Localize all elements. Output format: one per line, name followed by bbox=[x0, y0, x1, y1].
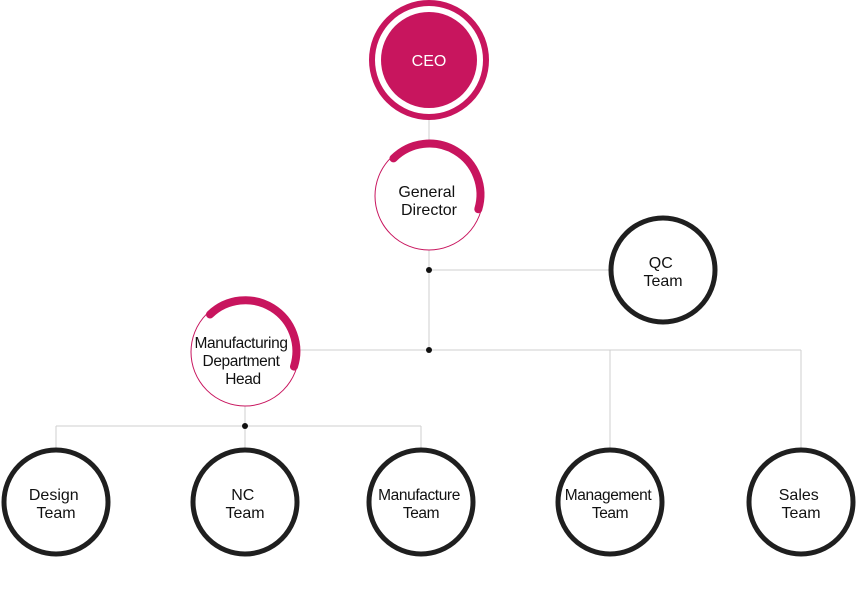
general-director-label: General Director bbox=[398, 184, 459, 219]
node-qc-team: QC Team bbox=[608, 215, 718, 325]
manufacture-team-label-line-1: Manufacture bbox=[378, 487, 460, 504]
qc-team-label: QC Team bbox=[643, 255, 682, 290]
general-director-label-line-2: Director bbox=[401, 202, 458, 219]
qc-team-label-line-2: Team bbox=[643, 273, 682, 290]
sales-team-label: Sales Team bbox=[779, 487, 823, 522]
node-nc-team: NC Team bbox=[190, 447, 300, 557]
management-team-ring bbox=[555, 447, 665, 557]
node-sales-team: Sales Team bbox=[746, 447, 856, 557]
ceo-label-line-1: CEO bbox=[412, 53, 447, 70]
management-team-label: Management Team bbox=[565, 487, 655, 522]
ceo-disc bbox=[381, 12, 477, 108]
node-manufacturing-department-head: Manufacturing Department Head bbox=[190, 296, 301, 407]
general-director-progress-arc bbox=[389, 139, 485, 214]
sales-team-ring bbox=[746, 447, 856, 557]
node-ceo: CEO bbox=[369, 0, 489, 120]
nc-team-label: NC Team bbox=[225, 487, 264, 522]
sales-team-label-line-1: Sales bbox=[779, 487, 819, 504]
manufacturing-head-label-line-2: Department bbox=[203, 353, 281, 370]
junction-dot-main bbox=[426, 347, 432, 353]
ceo-label: CEO bbox=[412, 53, 447, 70]
design-team-label-line-1: Design bbox=[29, 487, 79, 504]
node-management-team: Management Team bbox=[555, 447, 665, 557]
qc-team-label-line-1: QC bbox=[649, 255, 673, 272]
nc-team-ring bbox=[190, 447, 300, 557]
manufacturing-head-label: Manufacturing Department Head bbox=[195, 335, 292, 388]
manufacturing-head-progress-arc bbox=[206, 296, 301, 371]
junction-dot-qc bbox=[426, 267, 432, 273]
nc-team-label-line-1: NC bbox=[231, 487, 254, 504]
manufacture-team-label: Manufacture Team bbox=[378, 487, 464, 522]
management-team-label-line-2: Team bbox=[592, 505, 628, 522]
node-general-director: General Director bbox=[374, 139, 485, 251]
junction-dots bbox=[242, 267, 432, 429]
manufacturing-head-label-line-3: Head bbox=[225, 371, 260, 388]
design-team-ring bbox=[1, 447, 111, 557]
manufacture-team-label-line-2: Team bbox=[403, 505, 439, 522]
design-team-label-line-2: Team bbox=[36, 505, 75, 522]
sales-team-label-line-2: Team bbox=[781, 505, 820, 522]
connector-lines bbox=[55, 120, 802, 448]
nc-team-label-line-2: Team bbox=[225, 505, 264, 522]
management-team-label-line-1: Management bbox=[565, 487, 653, 504]
node-design-team: Design Team bbox=[1, 447, 111, 557]
manufacturing-head-label-line-1: Manufacturing bbox=[195, 335, 288, 352]
junction-dot-manufacturing bbox=[242, 423, 248, 429]
general-director-label-line-1: General bbox=[398, 184, 455, 201]
manufacture-team-ring bbox=[366, 447, 476, 557]
design-team-label: Design Team bbox=[29, 487, 83, 522]
qc-team-ring bbox=[608, 215, 718, 325]
node-manufacture-team: Manufacture Team bbox=[366, 447, 476, 557]
